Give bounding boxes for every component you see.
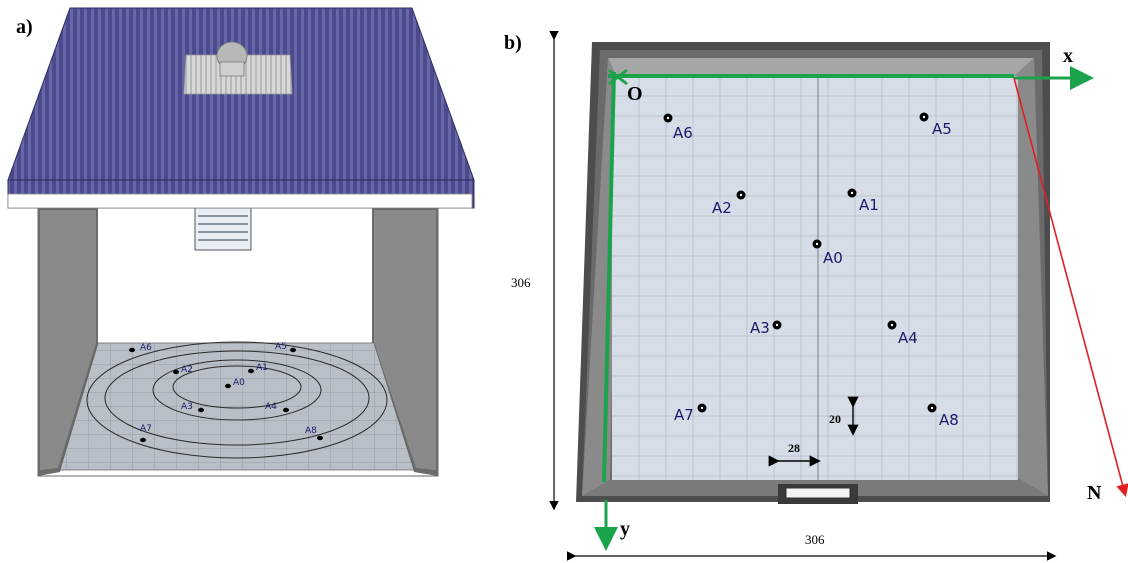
roof [7,7,475,209]
width-dimension-label: 306 [805,532,825,547]
panel-b-label: b) [504,32,522,54]
plan-grid [612,76,1018,480]
point-marker-3d-a3 [198,407,204,413]
point-label-3d-a7: A7 [140,424,152,434]
point-label-3d-a3: A3 [181,402,193,412]
north-label: N [1087,482,1102,504]
point-marker-center [930,406,934,410]
grid-y-spacing-label: 20 [829,412,841,426]
floor-a [59,341,415,471]
point-label-3d-a8: A8 [305,426,317,436]
point-marker-3d-a5 [290,347,296,353]
point-marker-3d-a2 [173,369,179,375]
grid-x-spacing-label: 28 [788,441,800,455]
point-marker-3d-a1 [248,368,254,374]
axes: O x y N [594,45,1128,551]
point-marker-center [739,193,743,197]
point-marker-3d-a4 [283,407,289,413]
point-marker-center [700,406,704,410]
origin-marker [608,68,628,86]
origin-label: O [627,83,643,105]
door [778,484,858,504]
point-label-a2: A2 [712,199,732,217]
point-marker-center [666,116,670,120]
height-dimension-label: 306 [511,275,531,290]
point-marker-3d-a8 [317,435,323,441]
point-label-a8: A8 [939,411,959,429]
point-marker-center [850,191,854,195]
point-label-a1: A1 [859,196,879,214]
point-marker-center [775,323,779,327]
point-label-3d-a0: A0 [233,378,245,388]
y-axis-label: y [620,518,630,540]
point-label-a3: A3 [750,319,770,337]
plan-floor [612,76,1018,480]
point-label-a5: A5 [932,120,952,138]
point-marker-3d-a0 [225,383,231,389]
panel-a-label: a) [16,16,33,38]
point-label-a4: A4 [898,329,918,347]
point-marker-center [890,323,894,327]
point-label-3d-a1: A1 [256,363,268,373]
point-label-3d-a2: A2 [181,365,193,375]
point-label-a7: A7 [674,406,694,424]
point-label-3d-a4: A4 [265,402,277,412]
window [194,207,252,251]
point-marker-3d-a7 [140,437,146,443]
point-label-3d-a6: A6 [140,343,152,353]
point-label-3d-a5: A5 [275,342,287,352]
dimensions: 306 306 28 20 [511,30,1057,561]
x-axis-label: x [1063,45,1073,67]
point-marker-center [922,115,926,119]
panel-a: a) [7,7,475,477]
point-label-a6: A6 [673,124,693,142]
point-marker-3d-a6 [129,347,135,353]
point-label-a0: A0 [823,249,843,267]
panel-b: b) O x y N [504,30,1128,561]
point-marker-center [815,242,819,246]
